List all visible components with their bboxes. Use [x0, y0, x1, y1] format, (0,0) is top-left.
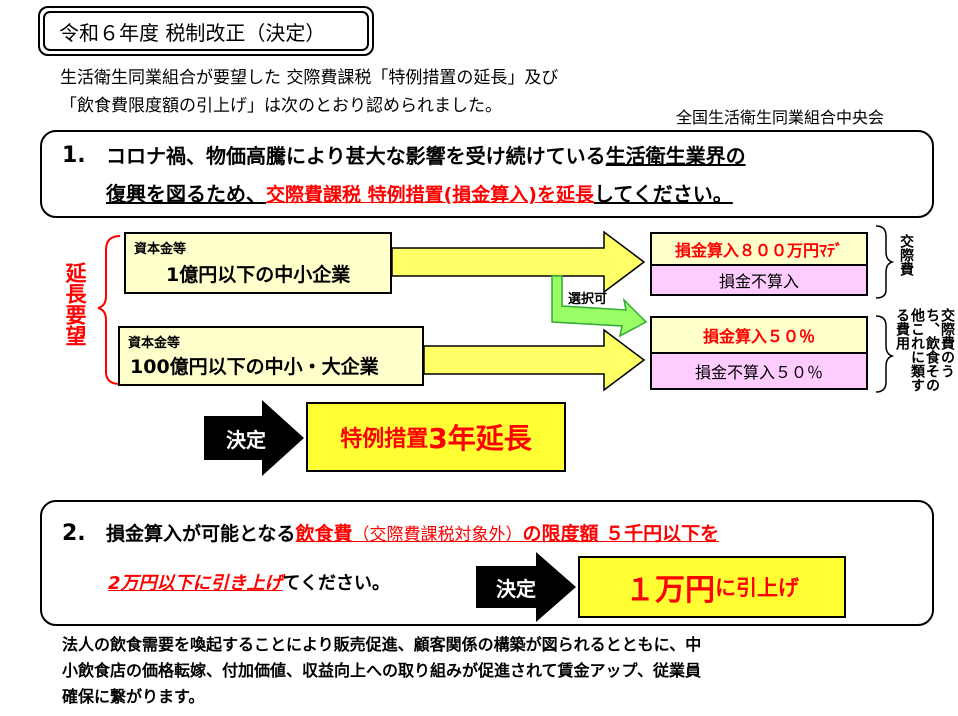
decision-2-arrow	[476, 552, 576, 622]
request-2-raise: 2万円以下に引き上げ	[108, 573, 283, 594]
intro-line-1: 生活衛生同業組合が要望した 交際費課税「特例措置の延長」及び	[60, 68, 559, 88]
side-label-food-drink: 交際費のうち、飲食その他これに類する費用	[894, 308, 955, 392]
sme-box: 資本金等 1億円以下の中小企業	[124, 232, 392, 294]
request-1-text-c: 復興を図るため、	[106, 182, 266, 206]
select-label: 選択可	[568, 292, 608, 307]
decision-1-tag: 決定	[226, 428, 266, 452]
decision-1-box: 特例措置 3年延長	[306, 402, 566, 472]
large-company-name: 100億円以下の中小・大企業	[130, 356, 379, 378]
outcome-sme-deductible: 損金算入８００万円ﾏﾃﾞ	[650, 232, 868, 266]
large-company-box: 資本金等 100億円以下の中小・大企業	[118, 326, 424, 386]
sme-capital-label: 資本金等	[134, 242, 187, 257]
request-1-line-1: コロナ禍、物価高騰により甚大な影響を受け続けている生活衛生業界の	[106, 138, 746, 174]
intro-line-2: 「飲食費限度額の引上げ」は次のとおり認められました。	[60, 96, 502, 116]
request-2-line-1: 損金算入が可能となる飲食費（交際費課税対象外）の限度額 ５千円以下を	[106, 516, 719, 553]
decision-2-amount: １万円	[625, 573, 715, 608]
decision-2-tag: 決定	[496, 577, 536, 601]
side-brace-2	[875, 315, 895, 393]
outcome-large-nondeductible: 損金不算入５０％	[650, 352, 868, 390]
request-2-limit: の限度額 ５千円以下を	[522, 523, 720, 545]
request-1-number: 1.	[62, 143, 86, 168]
footer-text: 法人の飲食需要を喚起することにより販売促進、顧客関係の構築が図られるとともに、中…	[62, 632, 701, 710]
side-brace-1	[875, 225, 895, 299]
request-2-line-2: 2万円以下に引き上げてください。	[108, 566, 390, 602]
request-2-food-drink: 飲食費	[295, 523, 353, 545]
arrow-sme-to-outcome	[391, 230, 646, 294]
footer-line-2: 小飲食店の価格転嫁、付加価値、収益向上への取り組みが促進されて賃金アップ、従業員	[62, 661, 702, 680]
footer-line-3: 確保に繋がります。	[62, 687, 205, 706]
decision-1-text: 特例措置	[340, 427, 429, 452]
decision-1-arrow	[204, 400, 304, 476]
footer-line-1: 法人の飲食需要を喚起することにより販売促進、顧客関係の構築が図られるとともに、中	[62, 635, 702, 654]
request-2-text-a: 損金算入が可能となる	[106, 523, 296, 545]
request-1-text-d: 交際費課税 特例措置(損金算入)を延長	[266, 184, 594, 206]
request-1-line-2: 復興を図るため、交際費課税 特例措置(損金算入)を延長してください。	[106, 176, 733, 213]
outcome-sme-nondeductible: 損金不算入	[650, 264, 868, 296]
decision-2-raise: に引上げ	[715, 576, 799, 600]
request-2-number: 2.	[62, 521, 86, 546]
sme-name: 1億円以下の中小企業	[166, 264, 351, 286]
organization-name: 全国生活衛生同業組合中央会	[676, 108, 885, 127]
request-1-text-b: 生活衛生業界の	[605, 144, 746, 168]
request-1-text-a: コロナ禍、物価高騰により甚大な影響を受け続けている	[106, 144, 606, 168]
side-label-entertainment: 交際費	[898, 234, 914, 276]
request-2-text-b: てください。	[282, 573, 390, 594]
extension-diagram	[97, 225, 895, 393]
request-1-text-e: してください。	[593, 182, 733, 206]
decision-2-box: １万円に引上げ	[578, 556, 846, 618]
request-2-scope: （交際費課税対象外）	[352, 525, 523, 545]
extension-brace	[97, 235, 121, 385]
outcome-large-deductible: 損金算入５０％	[650, 316, 868, 354]
arrow-large-to-outcome	[423, 328, 646, 392]
page-title: 令和６年度 税制改正（決定）	[43, 11, 369, 51]
title-frame: 令和６年度 税制改正（決定）	[38, 6, 374, 56]
decision-1-highlight: 3年延長	[428, 422, 532, 455]
large-capital-label: 資本金等	[128, 336, 181, 351]
extension-request-label: 延長要望	[63, 262, 87, 346]
select-option-arrow	[551, 275, 648, 338]
request-1-box	[40, 130, 934, 218]
